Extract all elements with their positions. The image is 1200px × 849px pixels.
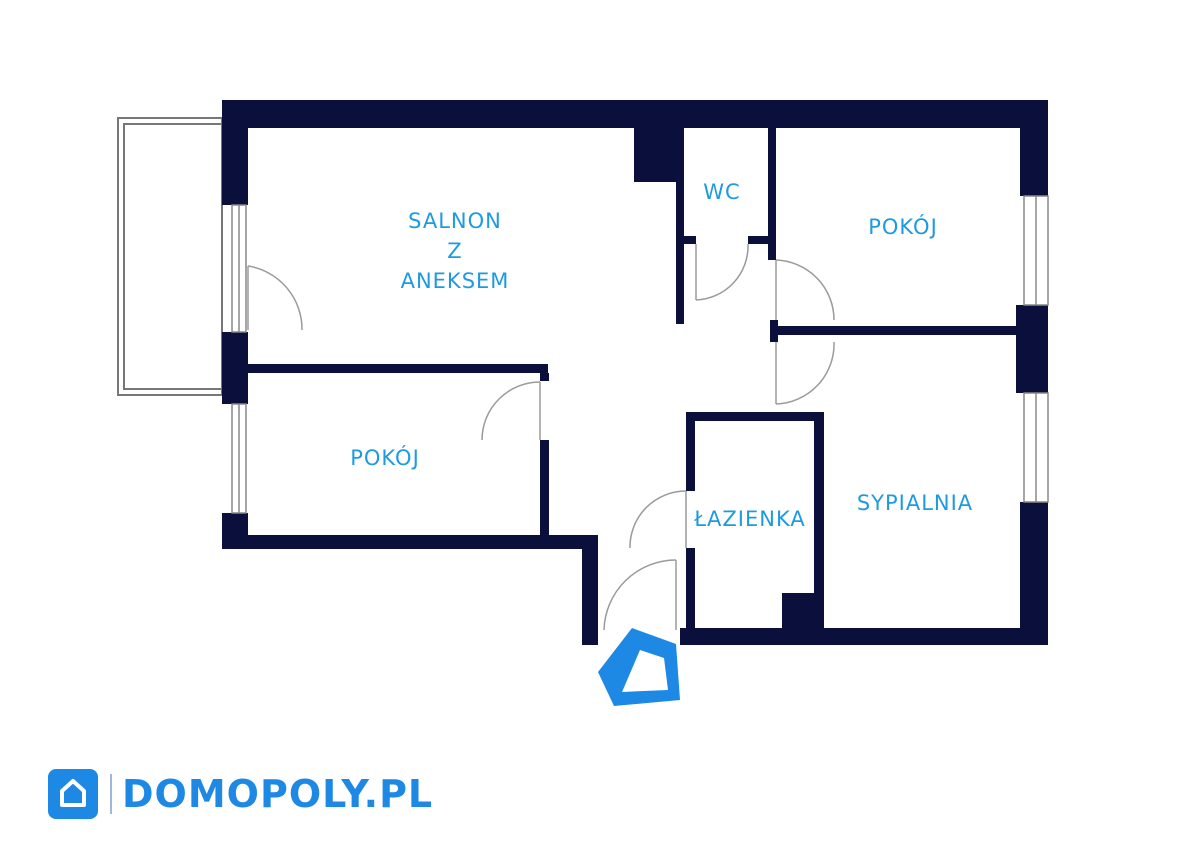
doors: [247, 243, 835, 631]
interior-walls: [248, 128, 1020, 628]
room-label-living: SALNON Z ANEKSEM: [380, 206, 530, 296]
brand-logo: DOMOPOLY.PL: [48, 768, 433, 820]
room-label-room-left: POKÓJ: [350, 446, 420, 470]
home-icon: [48, 769, 98, 819]
room-label-living-line1: SALNON: [408, 209, 502, 233]
balcony: [117, 117, 223, 396]
room-label-bedroom: SYPIALNIA: [856, 491, 974, 515]
room-label-living-line2: Z: [447, 239, 463, 263]
room-label-bathroom: ŁAZIENKA: [694, 507, 806, 531]
brand-divider: [110, 774, 112, 814]
brand-name: DOMOPOLY.PL: [122, 772, 434, 816]
exterior-walls: [222, 100, 1048, 645]
room-label-wc: WC: [703, 180, 741, 204]
entrance-marker-icon: [598, 628, 680, 706]
room-label-room-top-right: POKÓJ: [868, 215, 938, 239]
room-label-living-line3: ANEKSEM: [400, 269, 510, 293]
windows: [231, 195, 1049, 514]
